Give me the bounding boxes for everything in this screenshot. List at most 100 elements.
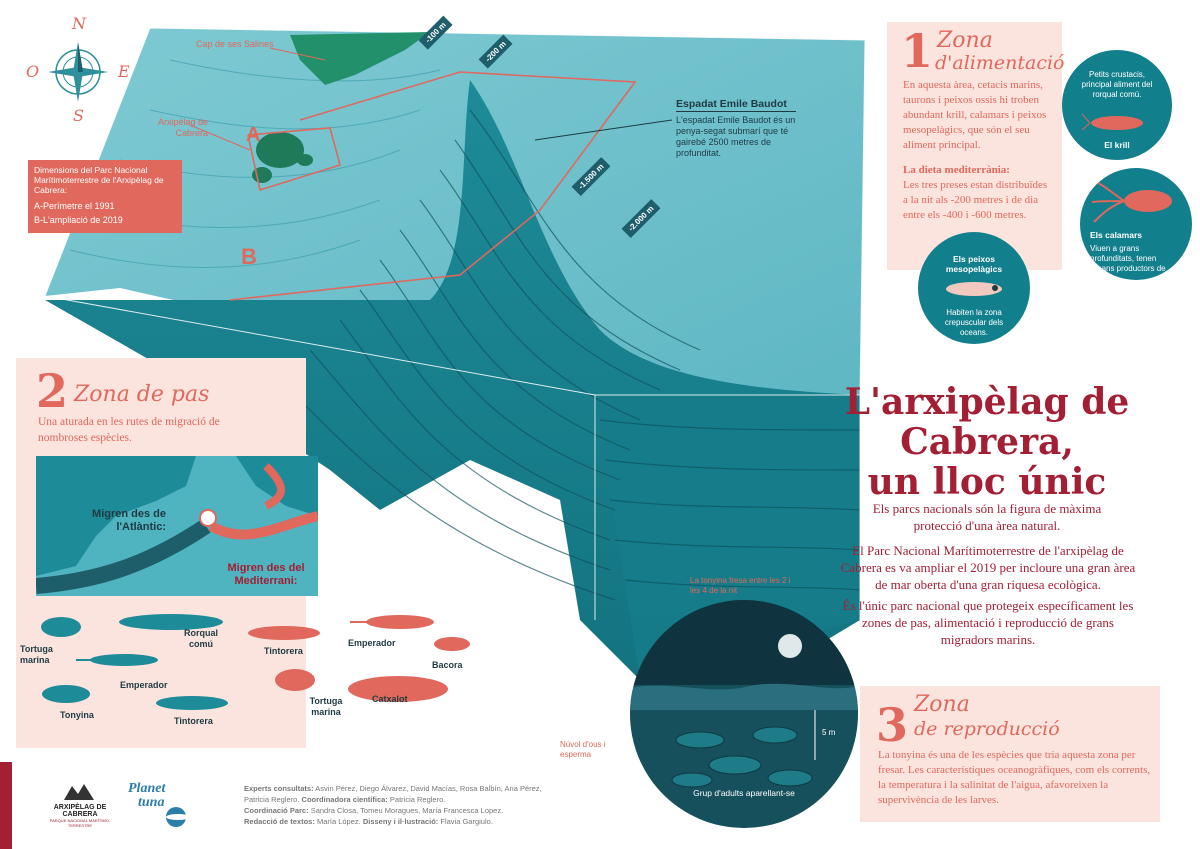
turtle-icon	[41, 617, 81, 637]
cabrera-logo-line3: PARQUE NACIONAL MARÍTIMO-TERRESTRE	[49, 818, 111, 828]
dimensions-a: A-Perímetre el 1991	[34, 201, 115, 211]
dimensions-b: B-L'ampliació de 2019	[34, 215, 123, 225]
krill-name: El krill	[1104, 140, 1130, 150]
main-paragraph-2: El Parc Nacional Marítimoterrestre de l'…	[840, 543, 1136, 592]
shark-icon-1	[156, 696, 228, 710]
krill-icon	[1082, 113, 1143, 131]
squid-text: Viuen a grans profunditats, tenen òrgans…	[1090, 244, 1166, 280]
credits-design: Flavia Gargiulo.	[440, 817, 493, 826]
species-grid-right: Emperador Bacora Tortuga marina Catxalot	[250, 600, 490, 750]
turtle-icon-2	[275, 669, 315, 691]
zone1-diet-title: La dieta mediterrània:	[903, 164, 1010, 176]
zone1-diet-text: Les tres preses estan distribuïdes a la …	[903, 179, 1048, 221]
main-paragraph-1: Els parcs nacionals són la figura de màx…	[872, 501, 1102, 533]
main-title: L'arxipèlag de Cabrera, un lloc únic	[822, 382, 1152, 502]
zone3-number: 3	[876, 698, 909, 752]
label-arxipelag: Arxipèlag de Cabrera	[157, 117, 208, 138]
zone1-title-line2: d'alimentació	[935, 52, 1065, 74]
dimensions-title: Dimensions del Parc Nacional Marítimoter…	[34, 165, 164, 195]
dimensions-box: Dimensions del Parc Nacional Marítimoter…	[28, 160, 182, 233]
zone2-number: 2	[36, 364, 69, 418]
spawning-cloud-label: Núvol d'ous i esperma	[560, 740, 606, 759]
main-title-line1: L'arxipèlag de	[844, 381, 1130, 423]
espadat-title: Espadat Emile Baudot	[676, 98, 796, 112]
migration-mediterranean-label: Migren des del Mediterrani:	[227, 562, 305, 587]
mesopelagic-text: Habiten la zona crepuscular dels oceans.	[944, 308, 1004, 337]
left-edge-bar	[0, 762, 12, 849]
species-tortuga-marina-1: Tortuga marina	[20, 644, 53, 665]
cabrera-logo-icon	[64, 784, 94, 800]
espadat-callout: Espadat Emile Baudot L'espadat Emile Bau…	[676, 98, 796, 159]
migration-atlantic-label: Migren des de l'Atlàntic:	[92, 508, 166, 533]
squid-name: Els calamars	[1090, 230, 1142, 240]
compass-west: O	[26, 62, 40, 81]
zone3-title-line2: de reproducció	[914, 718, 1060, 740]
albacore-icon	[434, 637, 470, 651]
planet-tuna-line1: Planet	[128, 781, 166, 796]
compass-rose: N S E O	[26, 14, 130, 125]
compass-north: N	[72, 14, 86, 33]
label-area-a: A	[246, 124, 261, 146]
species-grid: Tortuga marina Rorqual comú Emperador To…	[16, 602, 320, 742]
species-bacora: Bacora	[432, 660, 463, 670]
compass-south: S	[73, 106, 84, 125]
credits-coord-park-label: Coordinació Parc:	[244, 806, 309, 815]
planet-tuna-logo: Planet tuna	[128, 782, 202, 834]
credits-texts: María López.	[316, 817, 361, 826]
swordfish-icon	[76, 654, 158, 666]
mesopelagic-fish-icon	[946, 282, 1002, 296]
spawning-illustration	[630, 600, 858, 788]
squid-icon	[1091, 179, 1172, 223]
whale-rorqual-icon	[119, 614, 223, 630]
sperm-whale-icon	[348, 676, 448, 702]
zone3-panel: 3 Zona de reproducció La tonyina és una …	[860, 686, 1160, 822]
label-area-b: B	[241, 244, 257, 269]
cabrera-logo-line2: CABRERA	[62, 811, 98, 818]
species-tonyina: Tonyina	[60, 710, 94, 720]
compass-icon	[48, 42, 108, 102]
migration-map-illustration	[36, 456, 318, 594]
spawning-night-label: La tonyina fresa entre les 2 i les 4 de …	[690, 576, 791, 595]
credits-experts: Asvin Pérez, Diego Álvarez, David Macías…	[244, 784, 542, 804]
zone3-text: La tonyina és una de les espècies que tr…	[878, 749, 1151, 806]
credits: Experts consultats: Asvin Pérez, Diego Á…	[244, 783, 544, 827]
zone2-text: Una aturada en les rutes de migració de …	[38, 416, 220, 444]
tuna-icon	[42, 685, 90, 703]
main-title-line3: un lloc únic	[867, 461, 1107, 503]
label-cap-ses-salines: Cap de ses Salines	[196, 39, 274, 49]
squid-circle: Els calamars Viuen a grans profunditats,…	[1080, 168, 1192, 280]
krill-description: Petits crustacis, principal aliment del …	[1081, 70, 1153, 99]
espadat-text: L'espadat Emile Baudot és un penya-segat…	[676, 115, 796, 158]
credits-coord-sci: Patricia Reglero.	[389, 795, 446, 804]
credits-texts-label: Redacció de textos:	[244, 817, 315, 826]
spawning-group-label: Grup d'adults aparellant-se	[693, 788, 795, 798]
species-emperador-2: Emperador	[348, 638, 396, 648]
planet-tuna-icon	[166, 807, 190, 827]
species-rorqual: Rorqual comú	[183, 628, 218, 649]
migration-map: Migren des de l'Atlàntic: Migren des del…	[36, 456, 318, 596]
species-tintorera-1: Tintorera	[174, 716, 213, 726]
mesopelagic-circle: Els peixos mesopelàgics Habiten la zona …	[918, 232, 1030, 344]
krill-circle: Petits crustacis, principal aliment del …	[1062, 50, 1172, 160]
main-paragraph-3: És l'únic parc nacional que protegeix es…	[842, 598, 1134, 647]
credits-experts-label: Experts consultats:	[244, 784, 314, 793]
zone1-number: 1	[901, 24, 934, 78]
swordfish-icon-2	[350, 615, 434, 629]
species-catxalot: Catxalot	[372, 694, 408, 704]
spawning-circle: 5 m Grup d'adults aparellant-se	[630, 600, 858, 828]
shark-icon-2	[248, 626, 320, 640]
zone3-title-line1: Zona	[914, 692, 970, 717]
planet-tuna-line2: tuna	[138, 795, 165, 810]
spawning-depth: 5 m	[822, 728, 836, 737]
credits-design-label: Disseny i il·lustració:	[362, 817, 439, 826]
credits-coord-sci-label: Coordinadora científica:	[301, 795, 388, 804]
cabrera-logo: ARXIPÈLAG DE CABRERA PARQUE NACIONAL MAR…	[42, 780, 118, 840]
compass-east: E	[118, 62, 130, 81]
zone2-panel: 2 Zona de pas Una aturada en les rutes d…	[16, 358, 320, 748]
zone1-text: En aquesta àrea, cetacis marins, taurons…	[903, 79, 1047, 151]
zone2-title: Zona de pas	[74, 382, 210, 407]
credits-coord-park: Sandra Closa, Tomeu Moragues, María Fran…	[310, 806, 504, 815]
species-tintorera-2: Tintorera	[264, 646, 303, 656]
main-title-line2: Cabrera,	[900, 421, 1074, 463]
